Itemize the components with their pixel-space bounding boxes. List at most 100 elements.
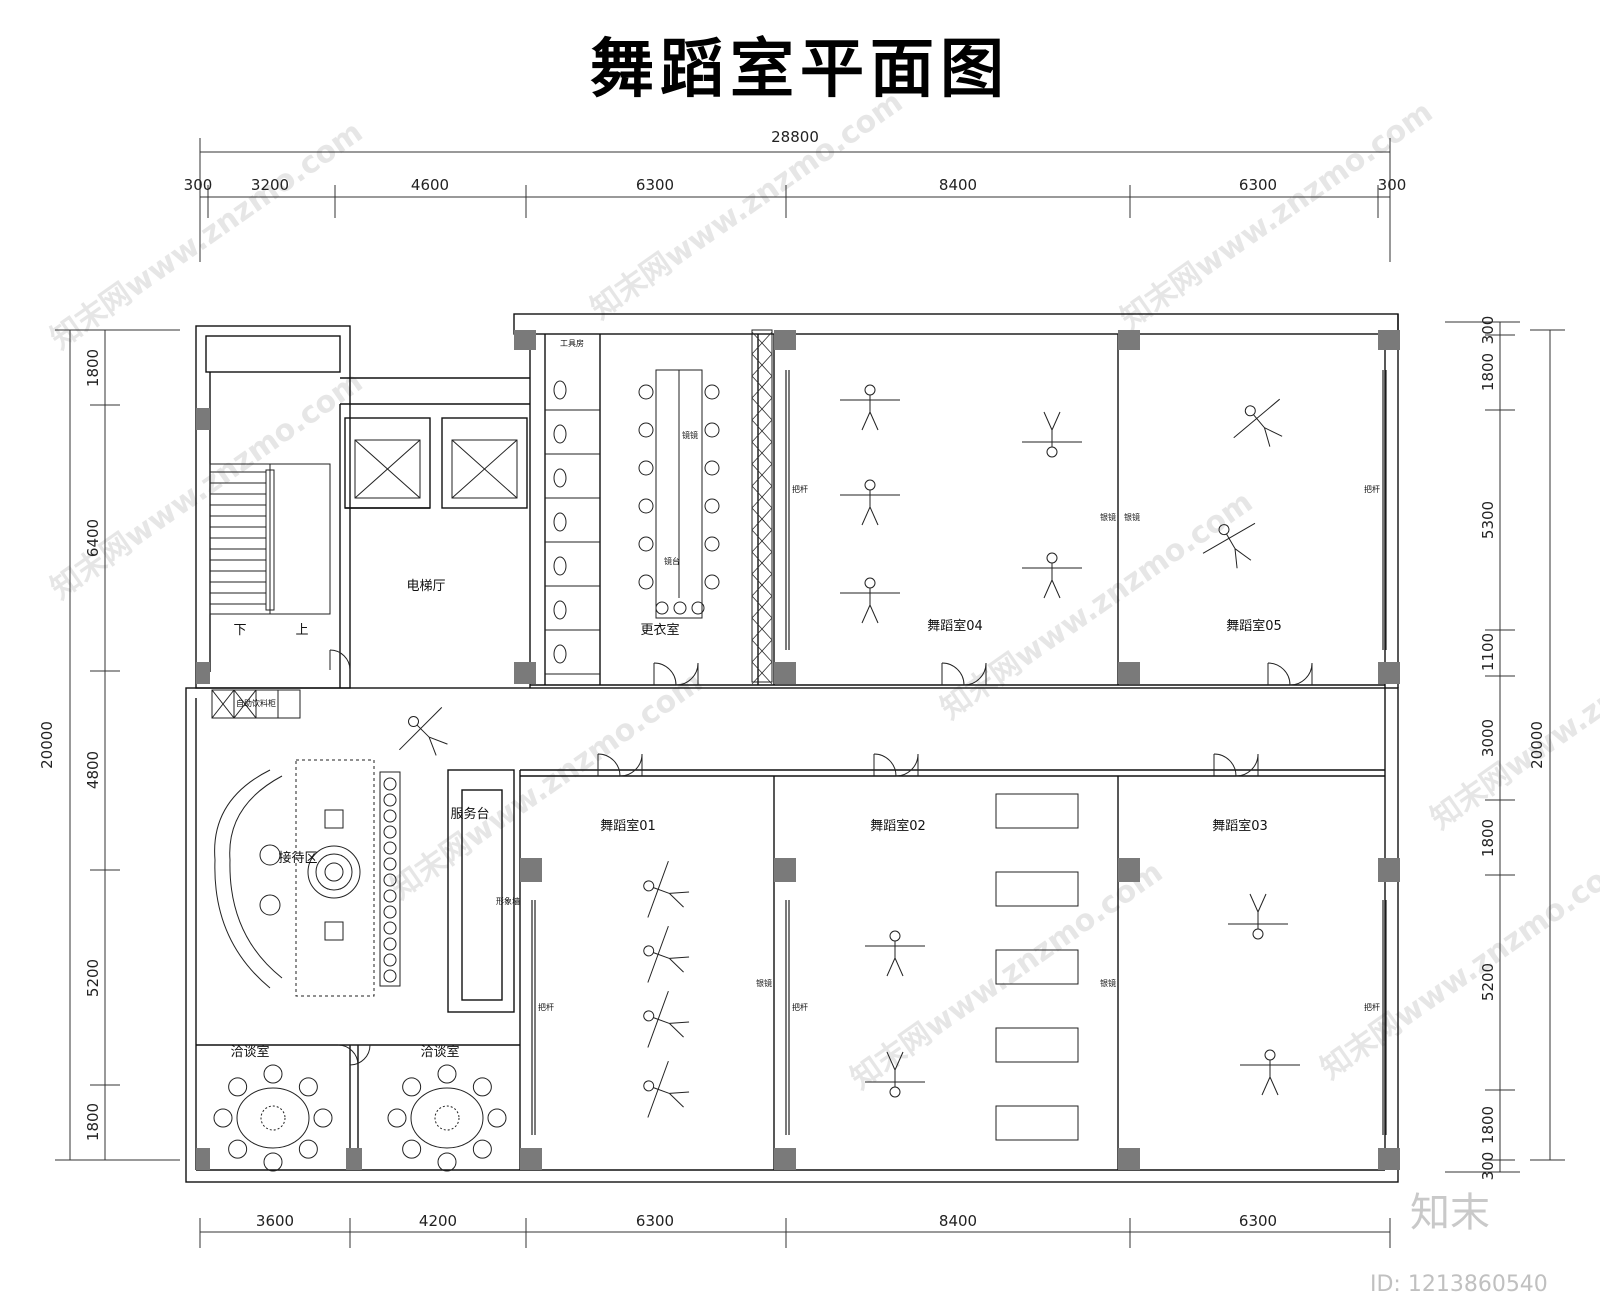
watermark-text: 知末网www.znzmo.com [845,855,1170,1097]
dancer-leg [428,736,437,756]
brand-logo: 知末 [1410,1190,1490,1236]
dancer-figure [643,925,690,983]
toilet [553,644,567,664]
rack-cross [751,551,773,575]
vanity-stool [704,460,720,476]
shelf-item [383,825,397,839]
meeting-chair [298,1077,318,1097]
walls [185,313,1399,1183]
rack-cross [751,441,773,465]
dancer-leg [1234,548,1252,561]
vanity-stool [704,498,720,514]
dim-left-3: 4800 [84,751,102,789]
door-swing [653,662,677,686]
vanity-stool [638,460,654,476]
display-shelf [383,777,397,983]
dancer-arms [647,990,669,1048]
stairs [209,463,331,615]
dancer-leg [1264,427,1283,437]
vanity-stool [638,498,654,514]
label-room-05: 舞蹈室05 [1226,618,1282,634]
label-image-wall: 形象墙 [496,896,520,906]
sink [673,601,687,615]
meeting-chair [228,1077,248,1097]
dancer-figure [1228,893,1288,940]
dancer-head [1218,524,1230,536]
toilet-stalls [545,380,600,675]
dancer-leg [1249,893,1259,913]
dim-top-1: 300 [184,176,213,194]
dancer-leg [1261,1076,1271,1096]
image-id: ID: 1213860540 [1370,1272,1548,1297]
dim-top-7: 300 [1378,176,1407,194]
dancer-head [864,384,876,396]
dancer-figure [840,479,900,526]
dancer-figure [840,577,900,624]
dancer-leg [894,1051,904,1071]
dancer-body [416,724,430,738]
dim-right-5: 3000 [1479,719,1497,757]
yoga-mats [995,793,1079,1141]
rack-cross [751,331,773,355]
dim-left-1: 1800 [84,349,102,387]
dancer-head [1046,552,1058,564]
rack-cross [751,463,773,487]
shelf-item [383,873,397,887]
shelf-item [383,793,397,807]
dancer-leg [861,604,871,624]
rack-cross [751,353,773,377]
meeting-chair [313,1108,333,1128]
dancer-arms [1202,522,1256,554]
vanity-stool [704,536,720,552]
dancer-figure [1022,411,1082,458]
label-elevator-hall: 电梯厅 [406,579,445,594]
door-swing [329,649,351,671]
dancer-head [643,880,655,892]
shelf-item [383,857,397,871]
toilet [553,424,567,444]
door-swing [1267,662,1291,686]
dancer-arms [647,860,669,918]
vanity-stool [638,384,654,400]
dancer-leg [1051,411,1061,431]
label-locker-room: 更衣室 [640,622,679,638]
dancer-leg [1043,579,1053,599]
rack-cross [751,507,773,531]
rack-cross [751,397,773,421]
dim-right-7: 5200 [1479,963,1497,1001]
vanity-stool [638,422,654,438]
label-vanity: 镜台 [664,556,680,566]
mirrors-barres [531,370,1387,1135]
label-down: 下 [233,623,246,638]
meeting-chair [437,1152,457,1172]
label-mirror-05: 银镜 [1124,512,1140,522]
dim-right-8: 1800 [1479,1106,1497,1144]
stair-treads [210,471,266,605]
locker-vanity [655,369,703,619]
shelf-item [383,889,397,903]
door-swing [895,753,919,777]
vanity-stool [704,574,720,590]
watermarks: 知末网www.znzmo.com 知末网www.znzmo.com 知末网www.z… [45,85,1600,1097]
dancer-figure [1240,1049,1300,1096]
meeting-chair [437,1064,457,1084]
dancer-head [1264,1049,1276,1061]
door-swing [675,662,699,686]
dancer-leg [886,1051,896,1071]
meeting-chair [263,1064,283,1084]
watermark-text: 知末网www.znzmo.com [1315,845,1600,1087]
drawing-title: 舞蹈室平面图 [590,33,1010,107]
meeting-chair [213,1108,233,1128]
dancer-arms [647,925,669,983]
label-barre-04: 把杆 [792,484,808,494]
dancer-leg [869,506,879,526]
dancer-leg [1263,427,1271,447]
dim-top-4: 6300 [636,176,674,194]
dancer-figure [643,860,690,918]
dancer-body [1226,533,1236,549]
watermark-text: 知末网www.znzmo.com [385,665,710,907]
rack-cross [751,661,773,685]
dancer-leg [428,736,448,745]
dancer-head [1252,928,1264,940]
shelf-item [383,905,397,919]
